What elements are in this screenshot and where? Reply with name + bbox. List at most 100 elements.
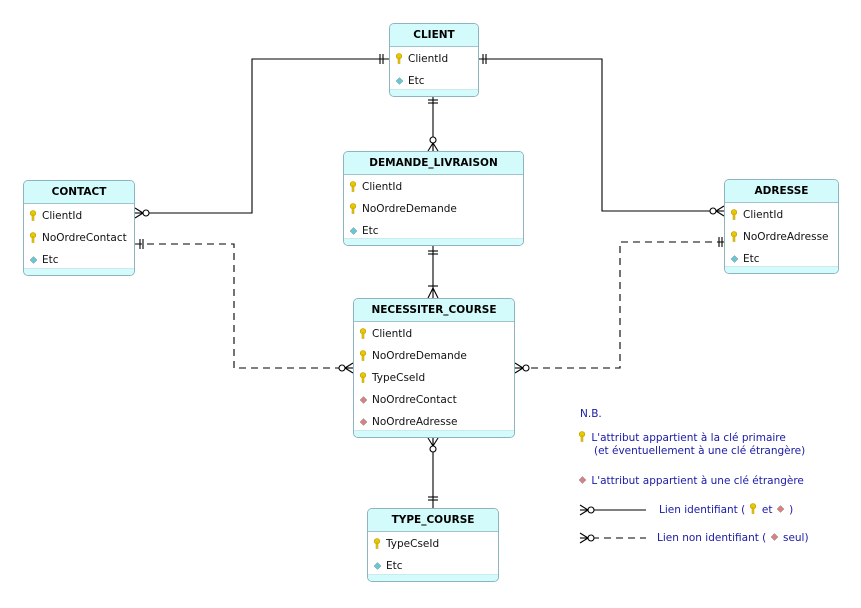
attribute-name: ClientId	[743, 209, 784, 221]
attribute-row[interactable]: Etc	[725, 248, 838, 270]
legend-nonident-text: Lien non identifiant (	[657, 532, 767, 544]
primary-key-icon	[578, 431, 588, 443]
primary-key-icon	[359, 372, 369, 384]
crow-foot	[432, 142, 439, 152]
entity-contact[interactable]: CONTACT ClientId NoOrdreContact Etc	[23, 180, 135, 276]
attribute-row[interactable]: Etc	[344, 220, 523, 242]
crow-foot	[427, 437, 434, 447]
crow-foot	[344, 362, 354, 369]
legend-pk-text: L'attribut appartient à la clé primaire	[591, 432, 786, 444]
attribute-row[interactable]: ClientId	[354, 323, 514, 345]
attribute-row[interactable]: Etc	[24, 249, 134, 271]
entity-footer	[354, 430, 514, 437]
crow-foot	[432, 437, 439, 447]
attribute-name: ClientId	[372, 328, 413, 340]
entity-title: ADRESSE	[725, 180, 838, 203]
attribute-row[interactable]: ClientId	[344, 176, 523, 198]
entity-type-course[interactable]: TYPE_COURSE TypeCseId Etc	[367, 508, 499, 582]
relationship-client-adresse	[479, 58, 724, 212]
attribute-name: TypeCseId	[386, 538, 440, 550]
optional-circle	[338, 364, 346, 372]
attribute-row[interactable]: TypeCseId	[354, 367, 514, 389]
entity-demande-livraison[interactable]: DEMANDE_LIVRAISON ClientId NoOrdreDemand…	[343, 151, 524, 246]
crow-foot	[579, 509, 589, 516]
attribute-name: Etc	[743, 253, 760, 265]
foreign-key-icon	[578, 474, 588, 486]
legend-pk-text-2: (et éventuellement à une clé étrangère)	[594, 445, 806, 457]
legend-ident-close: )	[789, 504, 794, 516]
crow-foot	[427, 287, 434, 299]
relationship-adresse-necessiter	[515, 241, 724, 369]
attribute-row[interactable]: NoOrdreContact	[24, 227, 134, 249]
attribute-row[interactable]: NoOrdreDemande	[354, 345, 514, 367]
primary-key-icon	[359, 328, 369, 340]
relationship-client-contact	[135, 58, 389, 214]
attribute-icon	[730, 253, 740, 265]
primary-key-icon	[349, 203, 359, 215]
attribute-row[interactable]: Etc	[390, 70, 478, 92]
attribute-name: TypeCseId	[372, 372, 426, 384]
crow-foot	[134, 207, 144, 214]
attribute-name: NoOrdreContact	[372, 394, 457, 406]
optional-circle	[429, 136, 437, 144]
primary-key-icon	[730, 209, 740, 221]
crow-foot	[715, 205, 725, 212]
attribute-row[interactable]: TypeCseId	[368, 533, 498, 555]
attribute-name: Etc	[362, 225, 379, 237]
optional-circle	[142, 209, 150, 217]
foreign-key-icon	[359, 416, 369, 428]
optional-circle	[429, 445, 437, 453]
attribute-name: Etc	[42, 254, 59, 266]
attribute-icon	[373, 560, 383, 572]
optional-circle	[709, 207, 717, 215]
attribute-name: NoOrdreDemande	[362, 203, 457, 215]
entity-footer	[725, 266, 838, 273]
attribute-name: ClientId	[408, 53, 449, 65]
entity-title: CONTACT	[24, 181, 134, 204]
entity-footer	[344, 238, 523, 245]
entity-title: CLIENT	[390, 24, 478, 47]
attribute-row[interactable]: NoOrdreAdresse	[354, 411, 514, 433]
primary-key-icon	[730, 231, 740, 243]
optional-circle	[587, 534, 595, 542]
entity-title: TYPE_COURSE	[368, 509, 498, 532]
crow-foot	[514, 367, 524, 374]
primary-key-icon	[349, 181, 359, 193]
optional-circle	[587, 506, 595, 514]
attribute-row[interactable]: ClientId	[725, 204, 838, 226]
primary-key-icon	[749, 503, 759, 515]
attribute-name: ClientId	[42, 210, 83, 222]
crow-foot	[427, 142, 434, 152]
attribute-name: ClientId	[362, 181, 403, 193]
attribute-row[interactable]: NoOrdreDemande	[344, 198, 523, 220]
attribute-row[interactable]: ClientId	[24, 205, 134, 227]
primary-key-icon	[373, 538, 383, 550]
optional-circle	[522, 364, 530, 372]
attribute-row[interactable]: ClientId	[390, 48, 478, 70]
crow-foot	[579, 537, 589, 544]
legend-ident-et: et	[761, 504, 773, 516]
attribute-row[interactable]: NoOrdreContact	[354, 389, 514, 411]
entity-title: NECESSITER_COURSE	[354, 299, 514, 322]
foreign-key-icon	[776, 503, 786, 515]
attribute-icon	[29, 254, 39, 266]
crow-foot	[715, 210, 725, 217]
attribute-name: NoOrdreDemande	[372, 350, 467, 362]
legend-ident-text: Lien identifiant (	[659, 504, 746, 516]
attribute-name: Etc	[386, 560, 403, 572]
attribute-row[interactable]: NoOrdreAdresse	[725, 226, 838, 248]
primary-key-icon	[395, 53, 405, 65]
entity-footer	[390, 89, 478, 96]
entity-footer	[368, 574, 498, 581]
foreign-key-icon	[770, 531, 780, 543]
attribute-icon	[395, 75, 405, 87]
legend-nb: N.B.	[580, 408, 602, 420]
entity-client[interactable]: CLIENT ClientId Etc	[389, 23, 479, 97]
legend-fk-text: L'attribut appartient à une clé étrangèr…	[591, 475, 804, 487]
crow-foot	[134, 212, 144, 219]
entity-necessiter-course[interactable]: NECESSITER_COURSE ClientId NoOrdreDemand…	[353, 298, 515, 438]
entity-adresse[interactable]: ADRESSE ClientId NoOrdreAdresse Etc	[724, 179, 839, 274]
legend-nonident-close: seul)	[782, 532, 809, 544]
attribute-row[interactable]: Etc	[368, 555, 498, 577]
